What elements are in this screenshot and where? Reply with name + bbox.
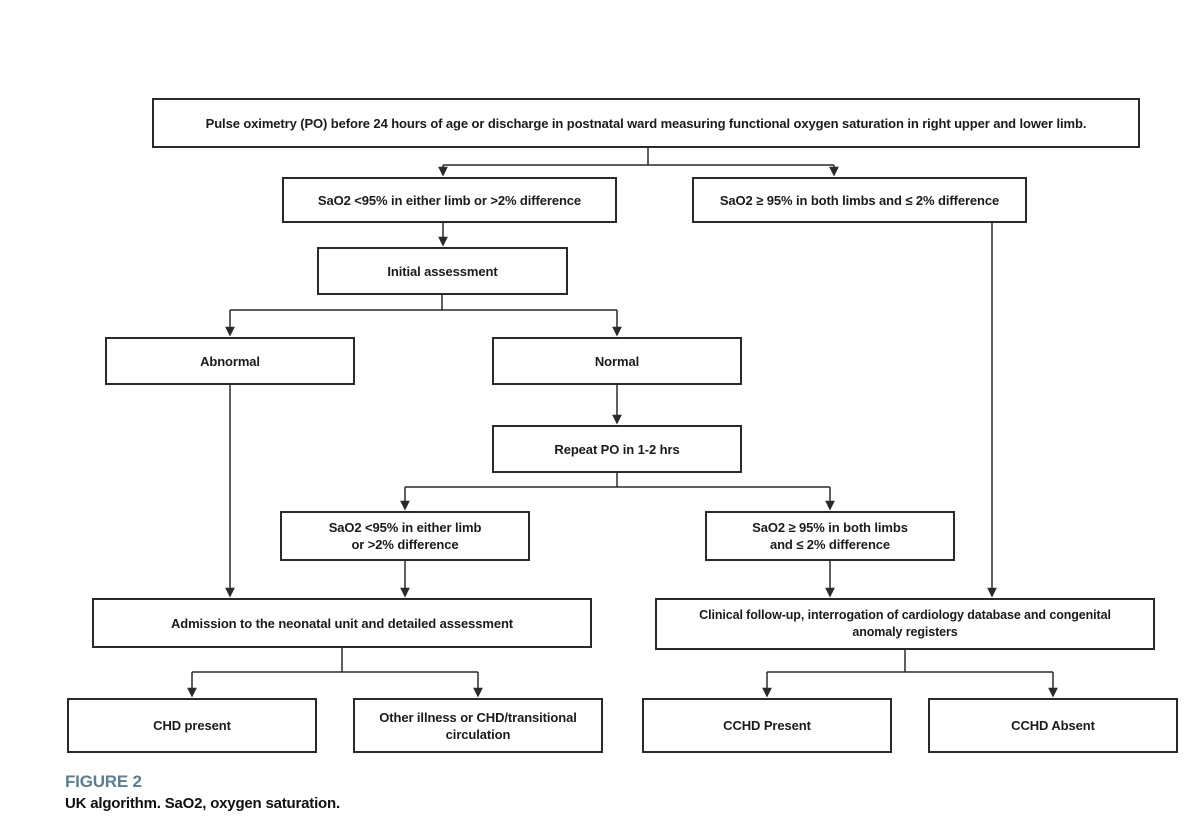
edge-repeat-split xyxy=(400,473,835,511)
node-sao2-low-either-limb: SaO2 <95% in either limb or >2% differen… xyxy=(282,177,617,223)
node-abnormal: Abnormal xyxy=(105,337,355,385)
node-cchd-absent: CCHD Absent xyxy=(928,698,1178,753)
node-other-illness: Other illness or CHD/transitional circul… xyxy=(353,698,603,753)
node-chd-present: CHD present xyxy=(67,698,317,753)
edge-admission-split xyxy=(187,648,483,698)
node-sao2-low-repeat: SaO2 <95% in either limb or >2% differen… xyxy=(280,511,530,561)
edge-top-split xyxy=(438,148,839,177)
node-cchd-present: CCHD Present xyxy=(642,698,892,753)
figure-caption: UK algorithm. SaO2, oxygen saturation. xyxy=(65,795,340,812)
edge-clinical-split xyxy=(762,650,1058,698)
figure-caption-block: FIGURE 2 UK algorithm. SaO2, oxygen satu… xyxy=(65,772,340,812)
node-initial-assessment: Initial assessment xyxy=(317,247,568,295)
node-sao2-normal-repeat: SaO2 ≥ 95% in both limbs and ≤ 2% differ… xyxy=(705,511,955,561)
node-admission-neonatal-unit: Admission to the neonatal unit and detai… xyxy=(92,598,592,648)
node-repeat-po: Repeat PO in 1-2 hrs xyxy=(492,425,742,473)
node-clinical-followup: Clinical follow-up, interrogation of car… xyxy=(655,598,1155,650)
node-sao2-normal-both-limbs: SaO2 ≥ 95% in both limbs and ≤ 2% differ… xyxy=(692,177,1027,223)
figure-label: FIGURE 2 xyxy=(65,772,142,791)
node-normal: Normal xyxy=(492,337,742,385)
edge-initial-split xyxy=(225,295,622,337)
node-pulse-oximetry: Pulse oximetry (PO) before 24 hours of a… xyxy=(152,98,1140,148)
